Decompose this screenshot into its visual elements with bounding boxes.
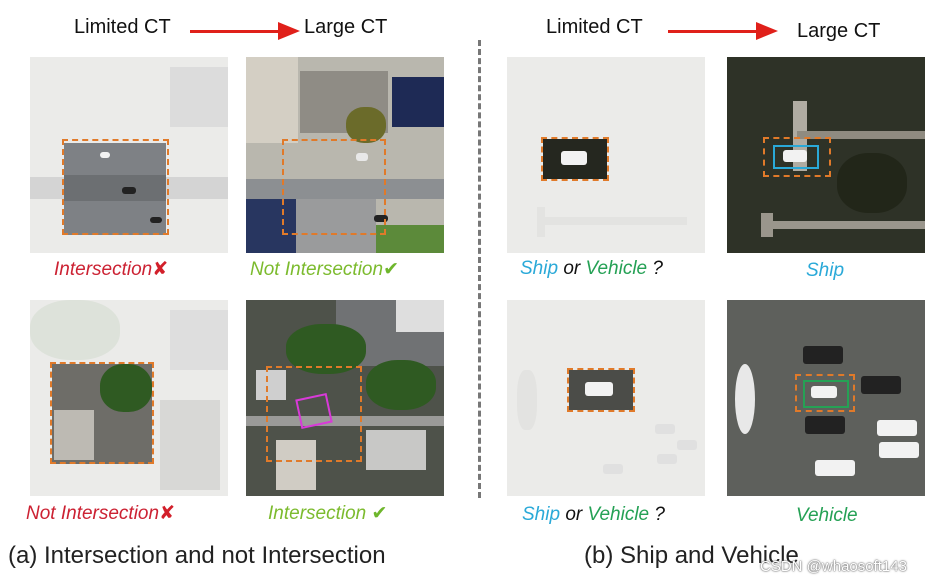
image-a-bottom-large <box>246 300 444 496</box>
subcaption-b: (b) Ship and Vehicle <box>584 542 799 569</box>
caption-b-bottom-left: Ship or Vehicle ? <box>522 504 665 526</box>
caption-b-top-left: Ship or Vehicle ? <box>520 258 663 280</box>
arrow-left-head <box>278 22 300 40</box>
header-right-large-ct: Large CT <box>797 20 881 42</box>
panel-divider <box>478 40 481 498</box>
query-box-a-top-limited <box>62 139 169 235</box>
image-a-top-large <box>246 57 444 253</box>
ship-detection-box <box>773 145 819 169</box>
cross-icon: ✘ <box>159 503 175 524</box>
caption-b-bottom-left-question: ? <box>654 504 665 525</box>
image-b-bottom-large <box>727 300 925 496</box>
caption-b-bottom-left-or: or <box>565 504 583 525</box>
arrow-right-shaft <box>668 30 760 33</box>
query-box-a-top-large <box>282 139 386 235</box>
query-box-a-bottom-limited <box>50 362 154 464</box>
caption-a-top-right: Not Intersection✔ <box>250 258 399 281</box>
cross-icon: ✘ <box>152 259 169 280</box>
caption-a-bottom-left: Not Intersection✘ <box>26 502 175 525</box>
caption-b-bottom-left-vehicle: Vehicle <box>587 504 650 525</box>
subcaption-a: (a) Intersection and not Intersection <box>8 542 386 569</box>
caption-b-top-left-or: or <box>563 258 581 279</box>
caption-a-bottom-right: Intersection ✔ <box>268 502 387 525</box>
header-left-limited-ct: Limited CT <box>74 16 171 38</box>
image-b-top-limited <box>507 57 705 253</box>
image-b-bottom-limited <box>507 300 705 496</box>
caption-b-bottom-left-ship: Ship <box>522 504 561 525</box>
query-box-b-bottom-limited <box>567 368 635 412</box>
caption-b-top-right: Ship <box>806 260 845 281</box>
image-a-bottom-limited <box>30 300 228 496</box>
caption-a-top-left-text: Intersection <box>54 259 153 280</box>
query-box-b-top-limited <box>541 137 609 181</box>
caption-a-bottom-right-text: Intersection <box>268 503 367 524</box>
caption-b-top-left-ship: Ship <box>520 258 559 279</box>
check-icon: ✔ <box>383 259 399 280</box>
header-right-limited-ct: Limited CT <box>546 16 643 38</box>
check-icon: ✔ <box>371 503 388 524</box>
query-box-b-bottom-large <box>795 374 855 412</box>
caption-a-top-right-text: Not Intersection <box>250 259 384 280</box>
header-left-large-ct: Large CT <box>304 16 388 38</box>
caption-b-bottom-right: Vehicle <box>796 505 858 526</box>
image-a-top-limited <box>30 57 228 253</box>
arrow-left-shaft <box>190 30 280 33</box>
vehicle-detection-box <box>803 380 849 408</box>
query-box-b-top-large <box>763 137 831 177</box>
caption-a-bottom-left-text: Not Intersection <box>26 503 160 524</box>
caption-a-top-left: Intersection✘ <box>54 258 168 281</box>
caption-b-top-left-question: ? <box>652 258 663 279</box>
query-box-a-bottom-large <box>266 366 362 462</box>
arrow-right-head <box>756 22 778 40</box>
image-b-top-large <box>727 57 925 253</box>
caption-b-top-left-vehicle: Vehicle <box>585 258 648 279</box>
watermark: CSDN @whaosoft143 <box>760 558 907 575</box>
